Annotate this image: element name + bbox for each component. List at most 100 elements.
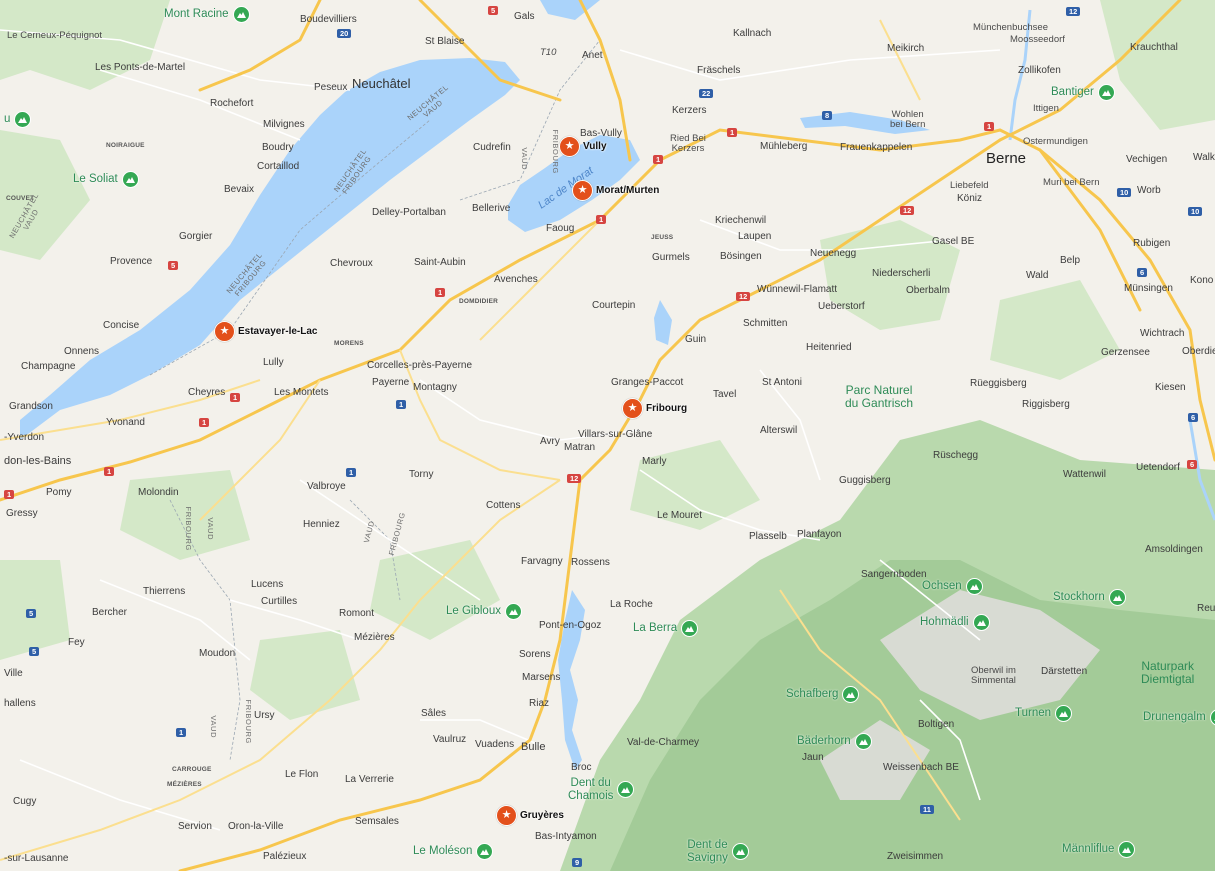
town-cugy: Cugy [13, 796, 37, 807]
road-shield: 1 [435, 288, 446, 297]
town-curtilles: Curtilles [261, 596, 298, 607]
road-shield: 10 [1117, 188, 1132, 197]
town-palezieux: Palézieux [263, 851, 307, 862]
peak-label: Schafberg [786, 688, 839, 701]
peak-drunengalm[interactable]: Drunengalm [1143, 709, 1215, 726]
town-ruschegg: Rüschegg [933, 450, 979, 461]
town-moosseedorf: Moosseedorf [1010, 34, 1065, 45]
peak-label: Le Gibloux [446, 605, 501, 618]
town-jaun: Jaun [802, 752, 824, 763]
peak-ochsen[interactable]: Ochsen [922, 578, 983, 595]
poi-label: Vully [583, 141, 607, 152]
poi-label: Gruyères [520, 810, 564, 821]
town-yverdon-les-bains: don-les-Bains [4, 455, 72, 467]
town-walk: Walk [1193, 152, 1215, 163]
peak-mont-racine[interactable]: Mont Racine [164, 6, 250, 23]
town-oberwil-im-simmental: Oberwil im Simmental [971, 665, 1016, 687]
town-bellerive: Bellerive [472, 203, 511, 214]
town-kriechenwil: Kriechenwil [715, 215, 767, 226]
road-shield: 10 [1188, 207, 1203, 216]
town-les-montets: Les Montets [274, 387, 329, 398]
peak-label: Bantiger [1051, 86, 1094, 99]
town-riggisberg: Riggisberg [1022, 399, 1070, 410]
town-wichtrach: Wichtrach [1140, 328, 1185, 339]
town-kallnach: Kallnach [733, 28, 772, 39]
town-rochefort: Rochefort [210, 98, 254, 109]
peak-dent-du-chamois[interactable]: Dent du Chamois [568, 777, 635, 802]
town-granges-paccot: Granges-Paccot [611, 377, 684, 388]
town-zweisimmen: Zweisimmen [887, 851, 944, 862]
town-le-cerneux-pequignot: Le Cerneux-Péquignot [7, 30, 103, 41]
town-pont-en-ogoz: Pont-en-Ogoz [539, 620, 602, 631]
peak-label: La Berra [633, 622, 678, 635]
town-valbroye: Valbroye [307, 481, 346, 492]
town-concise: Concise [103, 320, 140, 331]
town-vaulruz: Vaulruz [433, 734, 467, 745]
city-neuchatel: Neuchâtel [352, 76, 411, 91]
peak-label: Männliflue [1062, 843, 1115, 856]
town-yvonand: Yvonand [106, 417, 145, 428]
peak-turnen[interactable]: Turnen [1015, 705, 1073, 722]
peak-label: Mont Racine [164, 8, 229, 21]
road-shield: 5 [29, 647, 40, 656]
peak-stockhorn[interactable]: Stockhorn [1053, 589, 1126, 606]
peak-le-moleson[interactable]: Le Moléson [413, 843, 494, 860]
peak-edge[interactable]: u [4, 111, 32, 128]
peak-mannliflue[interactable]: Männliflue [1062, 841, 1136, 858]
town-meikirch: Meikirch [887, 43, 925, 54]
peak-le-gibloux[interactable]: Le Gibloux [446, 603, 522, 620]
poi-gruyeres[interactable]: ★ Gruyères [496, 805, 564, 826]
peak-dent-de-savigny[interactable]: Dent de Savigny [687, 839, 749, 864]
poi-fribourg[interactable]: ★ Fribourg [622, 398, 687, 419]
town-rossens: Rossens [571, 557, 610, 568]
road-shield: 6 [1137, 268, 1148, 277]
mountain-icon [476, 843, 494, 860]
town-bas-intyamon: Bas-Intyamon [535, 831, 597, 842]
road-shield: 1 [199, 418, 210, 427]
mountain-icon [1097, 84, 1115, 101]
town-fraschels: Fräschels [697, 65, 741, 76]
poi-label: Fribourg [646, 403, 688, 414]
town-moudon: Moudon [199, 648, 236, 659]
town-ville: Ville [4, 668, 23, 679]
town-la-verrerie: La Verrerie [345, 774, 394, 785]
poi-vully[interactable]: ★ Vully [559, 136, 607, 157]
poi-morat-murten[interactable]: ★ Morat/Murten [572, 180, 659, 201]
border-label-vaud-4: VAUD [209, 715, 219, 739]
town-kerzers: Kerzers [672, 105, 707, 116]
town-reutigen: Reu [1197, 603, 1215, 614]
peak-hohmadli[interactable]: Hohmädli [920, 614, 990, 631]
town-guin: Guin [685, 334, 707, 345]
town-le-mouret: Le Mouret [657, 510, 703, 521]
town-riaz: Riaz [529, 698, 550, 709]
town-neuenegg: Neuenegg [810, 248, 857, 259]
town-muri-bei-bern: Muri bei Bern [1043, 177, 1100, 188]
town-ostermundigen: Ostermundigen [1023, 136, 1088, 147]
peak-le-soliat[interactable]: Le Soliat [73, 171, 139, 188]
town-lully: Lully [263, 357, 284, 368]
town-niederscherli: Niederscherli [872, 268, 931, 279]
town-delley-portalban: Delley-Portalban [372, 207, 446, 218]
border-label-vaud-2: VAUD [206, 517, 216, 541]
peak-bantiger[interactable]: Bantiger [1051, 84, 1115, 101]
town-bas-vully: Bas-Vully [580, 128, 622, 139]
road-shield: 12 [900, 206, 915, 215]
town-gasel-be: Gasel BE [932, 236, 975, 247]
peak-label: Le Moléson [413, 845, 473, 858]
peak-label: Drunengalm [1143, 711, 1206, 724]
peak-schafberg[interactable]: Schafberg [786, 686, 860, 703]
town-kiesen: Kiesen [1155, 382, 1186, 393]
town-uetendorf: Uetendorf [1136, 462, 1180, 473]
town-tavel: Tavel [713, 389, 737, 400]
town-amsoldingen: Amsoldingen [1145, 544, 1203, 555]
town-provence: Provence [110, 256, 153, 267]
town-planfayon: Planfayon [797, 529, 842, 540]
peak-la-berra[interactable]: La Berra [633, 620, 699, 637]
poi-estavayer-le-lac[interactable]: ★ Estavayer-le-Lac [214, 321, 318, 342]
town-st-blaise: St Blaise [425, 36, 465, 47]
peak-baderhorn[interactable]: Bäderhorn [797, 733, 872, 750]
town-heitenried: Heitenried [806, 342, 852, 353]
town-liebefeld: Liebefeld [950, 180, 989, 191]
town-wald: Wald [1026, 270, 1049, 281]
